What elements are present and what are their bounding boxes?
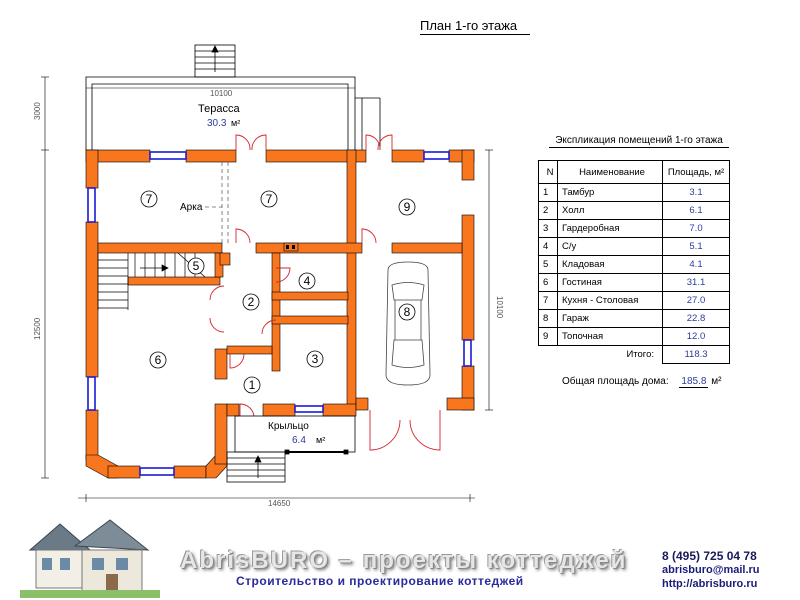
- row-number: 2: [538, 201, 558, 220]
- brand-name: AbrisBURO – проекты коттеджей: [180, 547, 628, 574]
- room-area: 22.8: [662, 309, 730, 328]
- table-row: 1 Тамбур 3.1: [538, 183, 730, 202]
- room-number: 9: [404, 200, 411, 214]
- header-area: Площадь, м²: [662, 160, 730, 184]
- room-number: 1: [249, 378, 256, 392]
- explication-title: Экспликация помещений 1-го этажа: [549, 135, 729, 148]
- row-number: 4: [538, 237, 558, 256]
- table-row: 4 С/у 5.1: [538, 237, 730, 256]
- boiler-fixture: [283, 242, 299, 252]
- room-name: Гардеробная: [557, 219, 663, 238]
- row-number: 3: [538, 219, 558, 238]
- room-area: 31.1: [662, 273, 730, 292]
- header-name: Наименование: [557, 160, 663, 184]
- porch-unit: м²: [316, 435, 325, 445]
- room-area: 6.1: [662, 201, 730, 220]
- contacts: 8 (495) 725 04 78 abrisburo@mail.ru http…: [662, 549, 760, 591]
- row-number: 7: [538, 291, 558, 310]
- room-numbers: 7 7 9 5 2 4 8 6 3 1: [146, 192, 411, 392]
- dim-10100-right: 10100: [495, 296, 504, 319]
- dimension-lines: [41, 76, 493, 502]
- room-number: 6: [155, 353, 162, 367]
- room-number: 3: [312, 352, 319, 366]
- terrace-area: 30.3: [207, 118, 227, 129]
- room-name: Гараж: [557, 309, 663, 328]
- row-number: 5: [538, 255, 558, 274]
- total-house-area: Общая площадь дома: 185.8 м²: [562, 376, 722, 388]
- row-number: 6: [538, 273, 558, 292]
- porch: [226, 415, 356, 483]
- house-illustration: [20, 519, 160, 598]
- email-link[interactable]: abrisburo@mail.ru: [662, 564, 760, 576]
- total-house-area-label: Общая площадь дома:: [562, 376, 669, 387]
- website-link[interactable]: http://abrisburo.ru: [662, 578, 758, 590]
- row-number: 1: [538, 183, 558, 202]
- room-name: Топочная: [557, 327, 663, 346]
- row-number: 8: [538, 309, 558, 328]
- total-value: 118.3: [662, 345, 730, 364]
- row-number: 9: [538, 327, 558, 346]
- total-label: Итого:: [626, 349, 654, 361]
- table-row: 5 Кладовая 4.1: [538, 255, 730, 274]
- room-name: С/у: [557, 237, 663, 256]
- room-name: Гостиная: [557, 273, 663, 292]
- table-header-row: N Наименование Площадь, м²: [538, 160, 730, 184]
- terrace-label: Терасса: [198, 103, 240, 115]
- room-area: 12.0: [662, 327, 730, 346]
- room-area: 3.1: [662, 183, 730, 202]
- plan-title: План 1-го этажа: [420, 18, 530, 35]
- table-row: 2 Холл 6.1: [538, 201, 730, 220]
- brand-tagline: Строительство и проектирование коттеджей: [236, 574, 524, 588]
- room-name: Кухня - Столовая: [557, 291, 663, 310]
- windows: [87, 151, 472, 476]
- room-name: Кладовая: [557, 255, 663, 274]
- dim-10100-top: 10100: [210, 89, 233, 98]
- arch-lines: [205, 162, 229, 243]
- room-area: 4.1: [662, 255, 730, 274]
- total-house-area-unit: м²: [711, 376, 722, 387]
- room-name: Тамбур: [557, 183, 663, 202]
- terrace: [85, 44, 381, 150]
- table-row: 6 Гостиная 31.1: [538, 273, 730, 292]
- doors: [209, 134, 441, 451]
- table-row: 7 Кухня - Столовая 27.0: [538, 291, 730, 310]
- room-number: 8: [404, 305, 411, 319]
- room-markers: [140, 190, 416, 394]
- room-area: 27.0: [662, 291, 730, 310]
- room-number: 5: [193, 259, 200, 273]
- room-area: 5.1: [662, 237, 730, 256]
- total-row: Итого: 118.3: [539, 345, 730, 364]
- room-number: 7: [266, 192, 273, 206]
- header-n: N: [538, 160, 558, 184]
- table-row: 3 Гардеробная 7.0: [538, 219, 730, 238]
- room-number: 2: [248, 295, 255, 309]
- arch-label: Арка: [180, 202, 203, 213]
- room-number: 4: [304, 274, 311, 288]
- phone-number: 8 (495) 725 04 78: [662, 549, 757, 563]
- room-area: 7.0: [662, 219, 730, 238]
- room-number: 7: [146, 192, 153, 206]
- dim-12500: 12500: [33, 317, 42, 340]
- explication-table: N Наименование Площадь, м² 1 Тамбур 3.1 …: [538, 160, 730, 364]
- table-row: 8 Гараж 22.8: [538, 309, 730, 328]
- dim-14650: 14650: [268, 499, 291, 508]
- total-house-area-value: 185.8: [679, 376, 709, 388]
- porch-area: 6.4: [292, 435, 306, 446]
- terrace-unit: м²: [231, 118, 240, 128]
- porch-label: Крыльцо: [268, 421, 309, 432]
- room-name: Холл: [557, 201, 663, 220]
- table-row: 9 Топочная 12.0: [538, 327, 730, 346]
- car-icon: [385, 261, 431, 386]
- dim-3000: 3000: [33, 102, 42, 120]
